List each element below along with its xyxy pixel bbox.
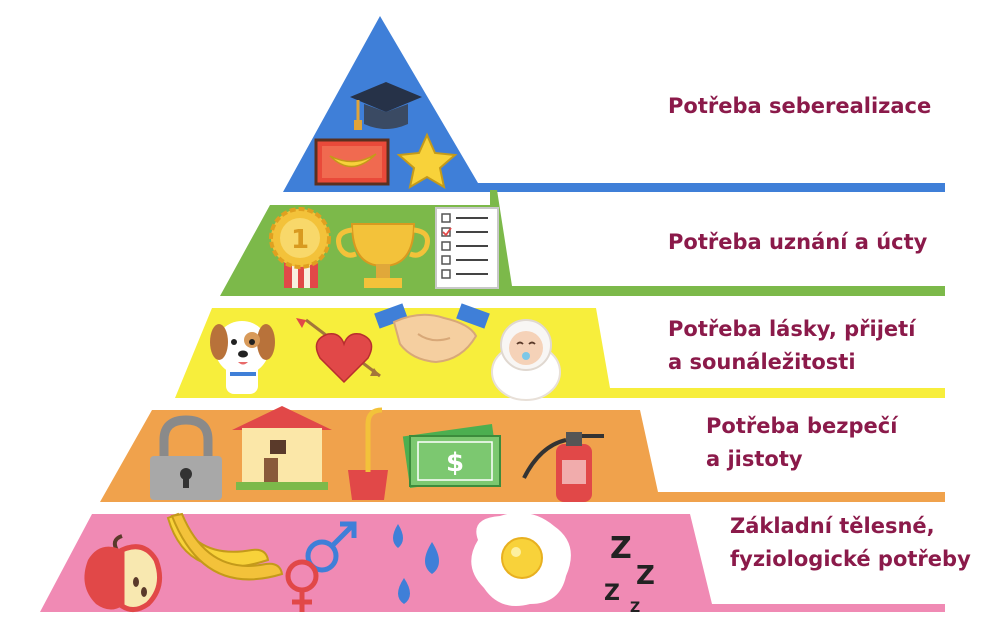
tier-5-label-line-1: Základní tělesné, <box>730 514 935 538</box>
padlock-icon <box>150 415 222 500</box>
medal-icon: 1 <box>269 207 331 288</box>
tier-3-label-line-2: a sounáležitosti <box>668 349 856 374</box>
tier-5-label-line-2: fyziologické potřeby <box>730 546 971 571</box>
gender-symbols-icon <box>285 521 357 612</box>
tier-4-label-line-1: Potřeba bezpečí <box>706 414 898 438</box>
heart-arrow-icon <box>296 318 381 384</box>
tier-3-label-line-1: Potřeba lásky, přijetí <box>668 317 916 341</box>
tier-4-label: Potřeba bezpečí a jistoty <box>706 410 897 475</box>
trophy-icon <box>336 223 430 288</box>
tier-3-label: Potřeba lásky, přijetí a sounáležitosti <box>668 313 915 378</box>
svg-text:1: 1 <box>291 225 309 255</box>
baby-icon <box>491 319 561 401</box>
svg-text:Z: Z <box>610 531 632 566</box>
tier-5-physiological: Z Z Z Z <box>40 512 945 616</box>
handshake-icon <box>374 303 490 364</box>
sleep-zzz-icon: Z Z Z Z <box>604 531 655 616</box>
fried-egg-icon <box>471 512 571 606</box>
tier-2-esteem: 1 <box>220 190 945 296</box>
tier-2-label: Potřeba uznání a úcty <box>668 226 927 259</box>
fire-extinguisher-icon <box>522 432 604 502</box>
checklist-icon <box>435 207 499 289</box>
tier-1-self-actualization <box>283 16 945 192</box>
banana-picture-icon <box>314 138 390 186</box>
house-icon <box>232 406 332 490</box>
svg-text:Z: Z <box>636 561 655 591</box>
star-icon <box>396 132 458 190</box>
umbrella-icon <box>348 407 388 500</box>
svg-text:Z: Z <box>604 581 620 606</box>
water-drops-icon <box>393 524 439 604</box>
tier-1-label: Potřeba seberealizace <box>668 90 931 123</box>
dog-icon <box>210 321 275 394</box>
tier-2-band <box>220 190 945 296</box>
svg-text:Z: Z <box>630 600 640 616</box>
graduation-cap-icon <box>350 82 422 130</box>
tier-3-love-belonging <box>175 303 945 401</box>
money-icon: $ <box>402 423 501 489</box>
tier-3-band <box>175 308 945 398</box>
tier-4-safety: $ <box>100 406 945 502</box>
apple-icon <box>84 534 163 612</box>
tier-4-label-line-2: a jistoty <box>706 446 803 471</box>
svg-text:$: $ <box>446 448 464 478</box>
tier-5-label: Základní tělesné, fyziologické potřeby <box>730 510 971 575</box>
bananas-icon <box>166 512 284 581</box>
tier-1-label-line-1: Potřeba seberealizace <box>668 94 932 118</box>
tier-1-band <box>283 16 945 192</box>
tier-2-label-line-1: Potřeba uznání a úcty <box>668 230 928 254</box>
